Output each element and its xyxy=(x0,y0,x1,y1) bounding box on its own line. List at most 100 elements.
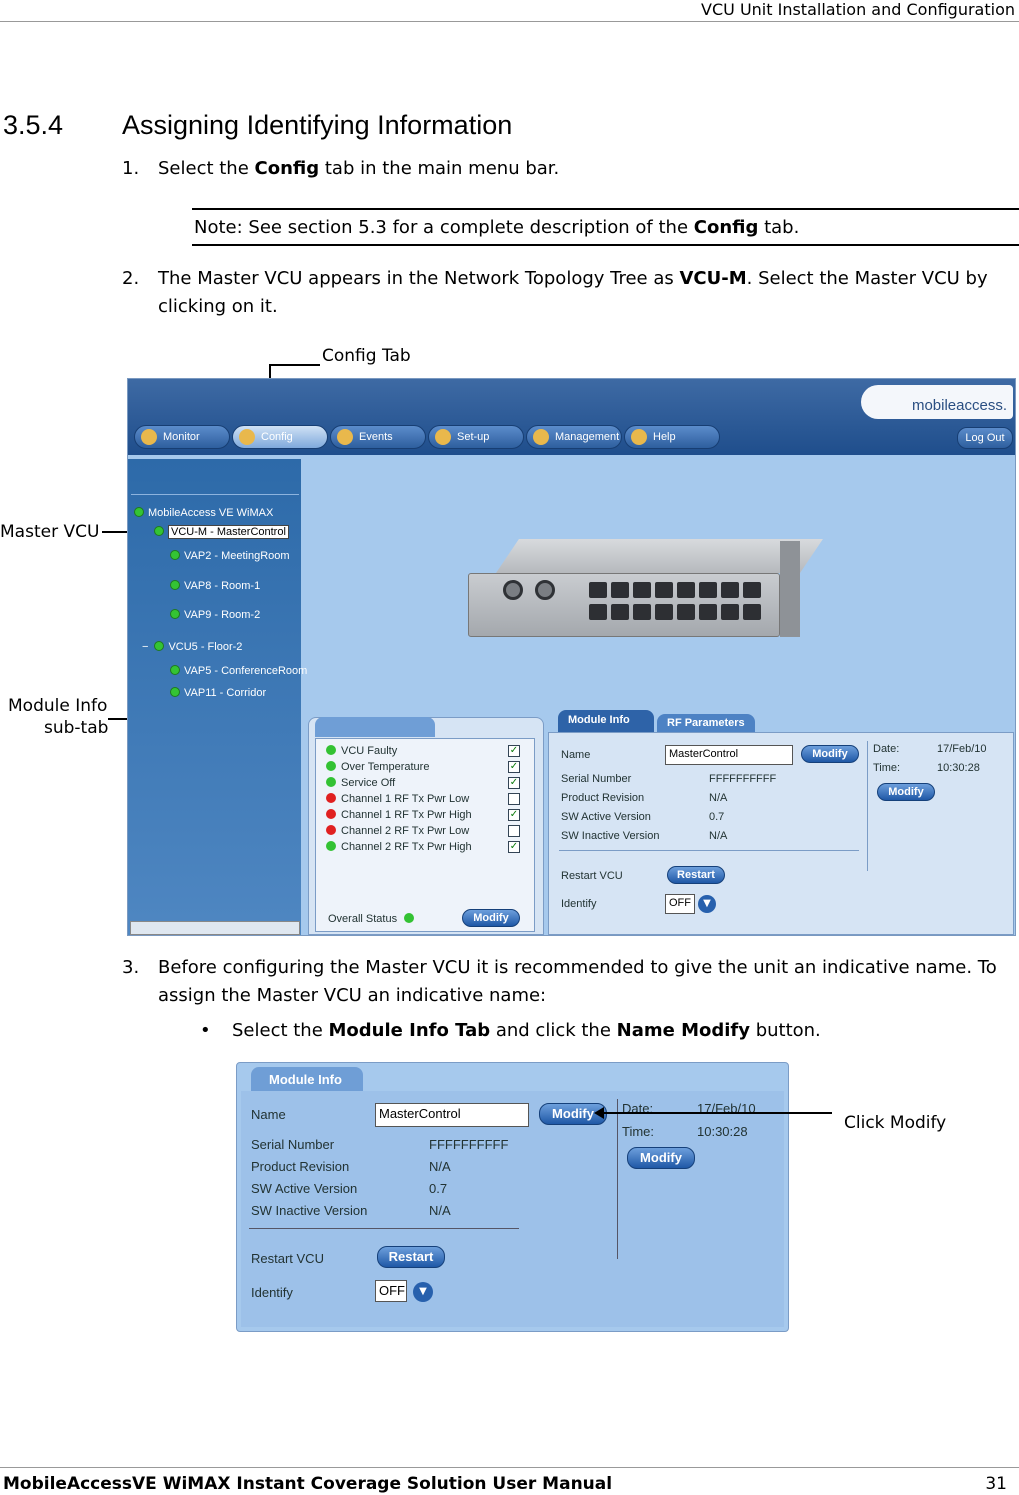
bullet-icon: • xyxy=(200,1020,211,1041)
status-led xyxy=(170,580,180,590)
status-led xyxy=(170,687,180,697)
section-number: 3.5.4 xyxy=(3,110,64,140)
date-label: Date: xyxy=(873,743,900,755)
revision-label: Product Revision xyxy=(561,792,645,804)
serial-label: Serial Number xyxy=(251,1137,335,1152)
tree-node-vap8[interactable]: VAP8 - Room-1 xyxy=(170,580,260,592)
status-led xyxy=(170,550,180,560)
tree-node-vap5[interactable]: VAP5 - ConferenceRoom xyxy=(170,665,307,677)
vcu-device-image xyxy=(468,539,823,637)
tree-node-vap2[interactable]: VAP2 - MeetingRoom xyxy=(170,550,290,562)
wrench-icon xyxy=(239,429,255,445)
time-label: Time: xyxy=(622,1124,655,1139)
step-text: The Master VCU appears in the Network To… xyxy=(158,268,988,317)
date-value: 17/Feb/10 xyxy=(937,743,987,755)
status-led xyxy=(326,793,336,803)
status-led xyxy=(326,825,336,835)
status-led xyxy=(134,507,144,517)
status-led xyxy=(154,641,165,651)
name-input[interactable]: MasterControl xyxy=(665,745,793,765)
management-icon xyxy=(533,429,549,445)
events-icon xyxy=(337,429,353,445)
alarm-mask-panel: VCU Faulty ✓ Over Temperature ✓ Service … xyxy=(308,717,544,935)
tab-help[interactable]: Help xyxy=(624,425,720,449)
tab-module-info[interactable]: Module Info xyxy=(251,1067,363,1091)
callout-config-tab: Config Tab xyxy=(322,346,411,366)
tab-vcu-alarm-mask[interactable] xyxy=(315,717,435,737)
identify-select[interactable]: OFF xyxy=(665,894,695,914)
restart-button[interactable]: Restart xyxy=(377,1246,445,1268)
monitor-icon xyxy=(141,429,157,445)
identify-label: Identify xyxy=(561,898,597,910)
name-label: Name xyxy=(251,1107,286,1122)
status-led xyxy=(326,777,336,787)
tab-config[interactable]: Config xyxy=(232,425,328,449)
sw-inactive-value: N/A xyxy=(709,830,728,842)
serial-label: Serial Number xyxy=(561,773,632,785)
status-led xyxy=(326,745,336,755)
tab-management[interactable]: Management xyxy=(526,425,622,449)
config-screenshot: mobileaccess. Monitor Config Events Set-… xyxy=(127,378,1016,936)
chevron-down-icon[interactable]: ▼ xyxy=(698,895,716,913)
tab-monitor[interactable]: Monitor xyxy=(134,425,230,449)
bullet-text: Select the Module Info Tab and click the… xyxy=(232,1020,821,1041)
sw-inactive-label: SW Inactive Version xyxy=(251,1203,368,1218)
step-text: Select the Config tab in the main menu b… xyxy=(158,158,560,179)
step-number: 3. xyxy=(122,957,140,978)
logout-button[interactable]: Log Out xyxy=(957,427,1013,449)
alarm-mask-checkbox[interactable]: ✓ xyxy=(508,809,520,821)
name-input[interactable]: MasterControl xyxy=(375,1103,529,1127)
sw-active-value: 0.7 xyxy=(709,811,725,823)
footer-title: MobileAccessVE WiMAX Instant Coverage So… xyxy=(3,1474,613,1494)
alarm-mask-checkbox[interactable]: ✓ xyxy=(508,841,520,853)
identify-select[interactable]: OFF xyxy=(375,1280,407,1302)
alarm-row: Service Off xyxy=(326,777,395,789)
name-modify-button[interactable]: Modify xyxy=(801,745,859,763)
sw-inactive-label: SW Inactive Version xyxy=(561,830,660,842)
header-title: VCU Unit Installation and Configuration xyxy=(701,0,1015,19)
alarm-row: Channel 1 RF Tx Pwr Low xyxy=(326,793,469,805)
status-led xyxy=(154,526,164,536)
status-led xyxy=(326,841,336,851)
tree-node-vap11[interactable]: VAP11 - Corridor xyxy=(170,687,266,699)
chevron-down-icon[interactable]: ▼ xyxy=(413,1282,433,1302)
revision-value: N/A xyxy=(429,1159,451,1174)
step-number: 1. xyxy=(122,158,140,179)
status-led xyxy=(170,609,180,619)
alarm-mask-checkbox[interactable]: ✓ xyxy=(508,761,520,773)
name-modify-button[interactable]: Modify xyxy=(539,1103,607,1125)
alarm-list: VCU Faulty ✓ Over Temperature ✓ Service … xyxy=(315,738,535,932)
alarm-row: Over Temperature xyxy=(326,761,429,773)
alarm-mask-checkbox[interactable]: ✓ xyxy=(508,777,520,789)
time-value: 10:30:28 xyxy=(697,1124,748,1139)
tab-events[interactable]: Events xyxy=(330,425,426,449)
datetime-modify-button[interactable]: Modify xyxy=(627,1147,695,1169)
modify-mask-button[interactable]: Modify xyxy=(462,909,520,927)
alarm-row: Channel 2 RF Tx Pwr High xyxy=(326,841,472,853)
alarm-mask-checkbox[interactable] xyxy=(508,793,520,805)
section-title: Assigning Identifying Information xyxy=(122,110,513,140)
tree-node-vap9[interactable]: VAP9 - Room-2 xyxy=(170,609,260,621)
alarm-mask-checkbox[interactable]: ✓ xyxy=(508,745,520,757)
restart-button[interactable]: Restart xyxy=(667,866,725,884)
name-label: Name xyxy=(561,749,591,761)
tree-scrollbar[interactable] xyxy=(130,921,300,935)
callout-module-info: Module Info xyxy=(8,696,108,716)
top-bar: mobileaccess. Monitor Config Events Set-… xyxy=(128,379,1015,455)
tab-module-info[interactable]: Module Info xyxy=(558,710,654,732)
identify-label: Identify xyxy=(251,1285,293,1300)
tree-node-root[interactable]: MobileAccess VE WiMAX xyxy=(134,507,273,519)
datetime-modify-button[interactable]: Modify xyxy=(877,783,935,801)
page-footer: MobileAccessVE WiMAX Instant Coverage So… xyxy=(0,1467,1019,1495)
collapse-icon[interactable]: − xyxy=(142,641,149,653)
tree-node-vcu-m[interactable]: VCU-M - MasterControl xyxy=(154,525,289,539)
tree-node-vcu5[interactable]: −VCU5 - Floor-2 xyxy=(142,641,243,653)
module-info-panel: Name MasterControl Modify Serial Number … xyxy=(241,1091,784,1327)
alarm-row: Channel 2 RF Tx Pwr Low xyxy=(326,825,469,837)
tab-setup[interactable]: Set-up xyxy=(428,425,524,449)
alarm-row: VCU Faulty xyxy=(326,745,397,757)
alarm-row: Channel 1 RF Tx Pwr High xyxy=(326,809,472,821)
tab-rf-parameters[interactable]: RF Parameters xyxy=(657,714,755,734)
time-value: 10:30:28 xyxy=(937,762,980,774)
alarm-mask-checkbox[interactable] xyxy=(508,825,520,837)
